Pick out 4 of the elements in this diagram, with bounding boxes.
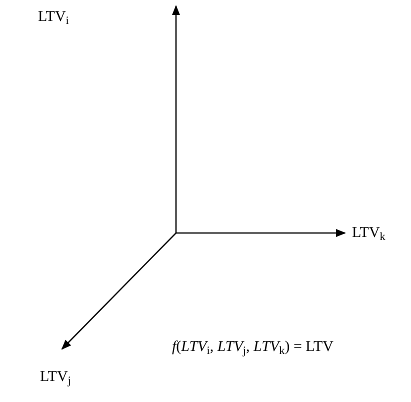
axis-label: LTV$_{j}$ — [40, 368, 71, 387]
formula: f(LTV$_{i}$, LTV$_{j}$, LTV$_{k}$) = LTV — [172, 338, 334, 357]
axis-label: LTV$_{k}$ — [352, 224, 386, 243]
axis-label: LTV$_{i}$ — [38, 8, 69, 27]
